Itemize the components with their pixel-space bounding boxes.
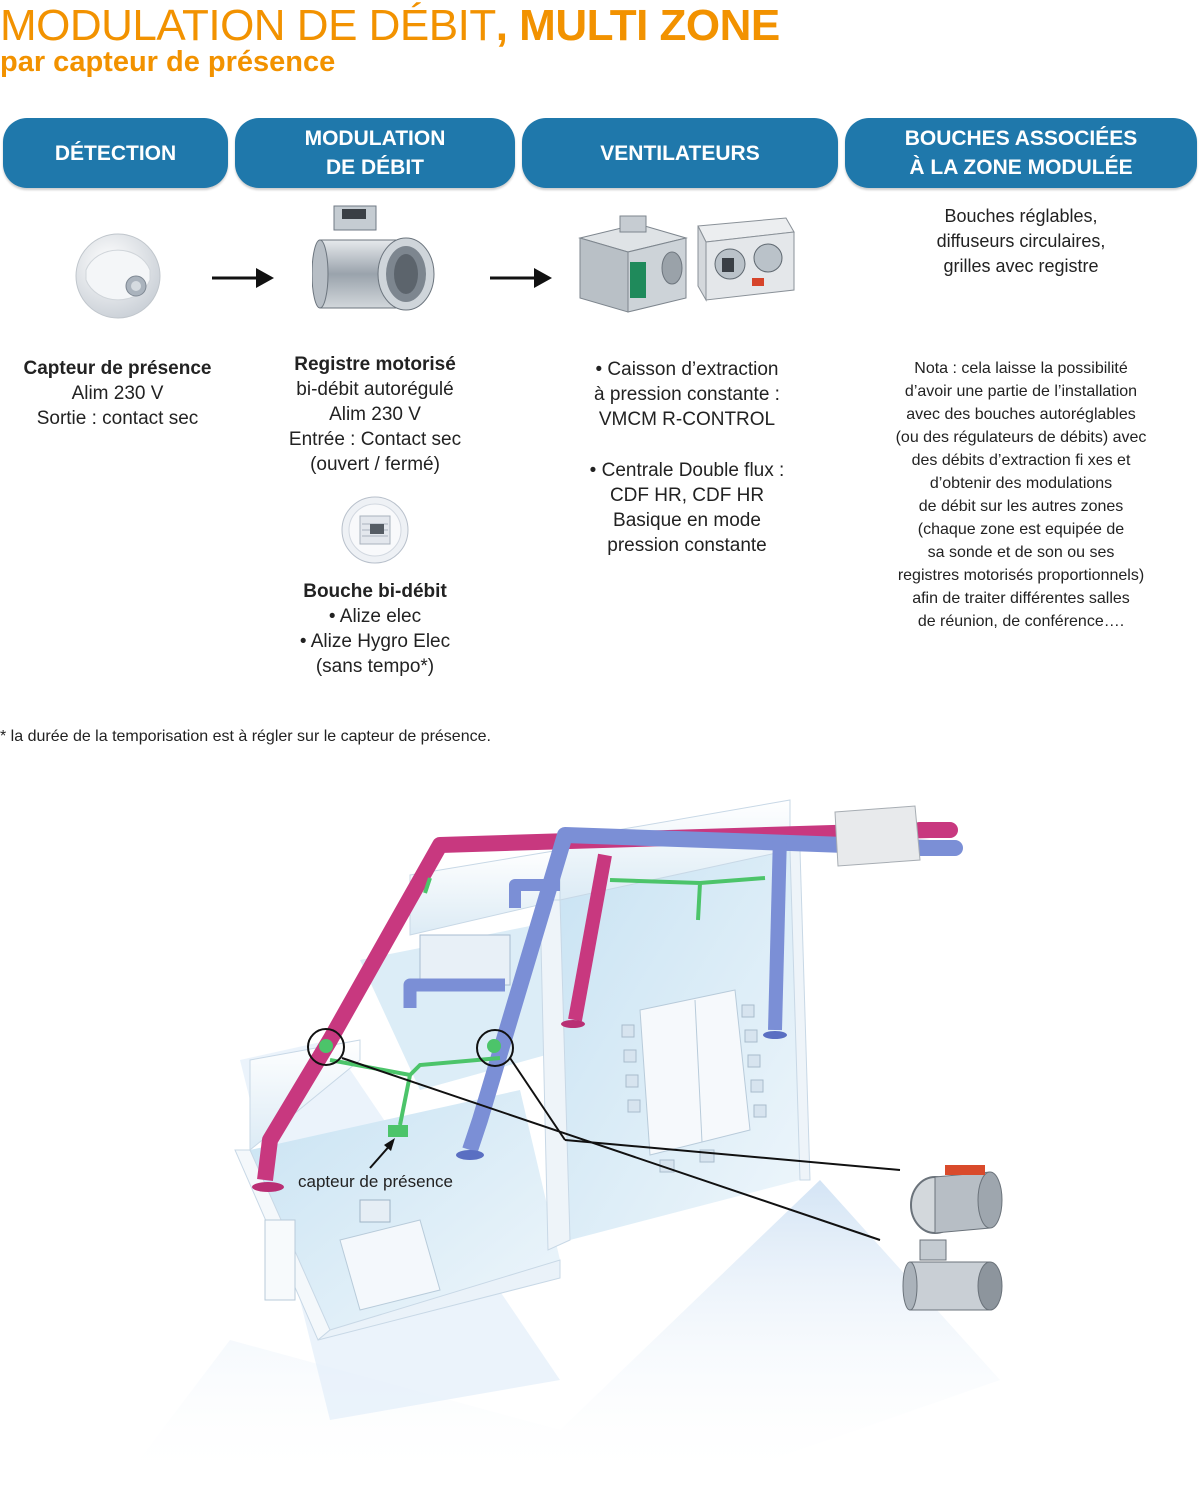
damper-detail-top — [910, 1165, 1003, 1234]
motorized-damper-image — [312, 205, 435, 311]
bouche-name: Bouche bi-débit — [303, 581, 447, 602]
title-part2: , MULTI ZONE — [495, 1, 781, 50]
ventilateurs-text-1: • Caisson d’extraction à pression consta… — [552, 357, 822, 432]
damper-detail-bottom — [902, 1239, 1003, 1311]
vent-line: • Centrale Double flux : — [589, 460, 785, 481]
nota-line: registres motorisés proportionnels) — [897, 567, 1145, 584]
office-front-wall — [317, 1259, 561, 1341]
damper-name: Registre motorisé — [294, 354, 456, 375]
meeting-table — [639, 989, 751, 1156]
blue-duct — [462, 827, 931, 1153]
detection-line: Alim 230 V — [71, 383, 164, 404]
blue-duct-upper — [509, 879, 560, 908]
bouches-line: diffuseurs circulaires, — [936, 231, 1106, 251]
vent-line: pression constante — [607, 535, 767, 556]
bouche-line: • Alize elec — [328, 606, 422, 627]
vent-line: à pression constante : — [594, 384, 780, 405]
highlight-circle-2 — [476, 1029, 514, 1067]
bouches-text: Bouches réglables, diffuseurs circulaire… — [860, 204, 1182, 279]
header-detection-line1: DÉTECTION — [54, 141, 177, 165]
presence-sensor-callout: capteur de présence — [298, 1172, 453, 1191]
pink-vent — [252, 1182, 284, 1192]
nota-text: Nota : cela laisse la possibilité d’avoi… — [860, 357, 1182, 633]
vent-line: CDF HR, CDF HR — [609, 485, 765, 506]
presence-sensor-marker — [388, 1125, 408, 1137]
highlight-circle-1 — [307, 1028, 345, 1066]
detection-name: Capteur de présence — [23, 358, 212, 379]
detection-text: Capteur de présence Alim 230 V Sortie : … — [0, 356, 235, 431]
nota-line: des débits d’extraction fi xes et — [911, 452, 1131, 469]
ventilation-unit — [834, 805, 921, 867]
nota-line: Nota : cela laisse la possibilité — [914, 360, 1128, 377]
nota-line: avec des bouches autoréglables — [906, 406, 1136, 423]
damper-line: Entrée : Contact sec — [288, 429, 462, 450]
table-seam — [694, 999, 703, 1143]
header-bouches-line1: BOUCHES ASSOCIÉES — [904, 127, 1138, 150]
header-modulation-line2: DE DÉBIT — [325, 156, 424, 179]
leader-line-3 — [564, 1139, 901, 1171]
pink-vent-2 — [561, 1020, 585, 1028]
nota-line: (ou des régulateurs de débits) avec — [895, 429, 1147, 446]
blue-vent — [456, 1150, 484, 1160]
vent-line: VMCM R-CONTROL — [598, 409, 776, 430]
nota-line: afin de traiter différentes salles — [912, 590, 1130, 607]
damper-marker-2 — [487, 1039, 501, 1053]
header-modulation-line1: MODULATION — [304, 127, 446, 150]
damper-line: (ouvert / fermé) — [310, 454, 440, 475]
detection-line: Sortie : contact sec — [36, 408, 199, 429]
nota-line: de débit sur les autres zones — [918, 498, 1124, 515]
equipment-rack — [419, 934, 511, 986]
footnote: * la durée de la temporisation est à rég… — [0, 728, 491, 745]
bouches-line: Bouches réglables, — [944, 206, 1098, 226]
callout-arrow-head — [384, 1138, 395, 1151]
blue-duct-branch — [768, 834, 787, 1031]
title-part1: MODULATION DE DÉBIT — [0, 1, 496, 50]
arrow-right-icon — [212, 268, 274, 288]
bookshelf — [264, 1219, 296, 1301]
nota-line: de réunion, de conférence…. — [917, 613, 1125, 630]
office-desk — [339, 1219, 441, 1311]
double-flow-unit-image — [697, 217, 795, 302]
bouche-line: • Alize Hygro Elec — [299, 631, 451, 652]
damper-line: Alim 230 V — [329, 404, 421, 425]
computer-monitor — [359, 1199, 391, 1223]
bouche-line: (sans tempo*) — [315, 656, 435, 677]
pink-duct-branch — [568, 853, 612, 1022]
leader-line-2 — [509, 1057, 566, 1141]
leader-line-1 — [341, 1057, 881, 1241]
arrow-right-icon-2 — [490, 268, 552, 288]
office-floor — [250, 1090, 560, 1330]
damper-marker-1 — [319, 1039, 333, 1053]
header-ventilateurs: VENTILATEURS — [522, 118, 838, 188]
header-ventilateurs-line1: VENTILATEURS — [600, 141, 760, 165]
header-bouches: BOUCHES ASSOCIÉES À LA ZONE MODULÉE — [845, 118, 1197, 188]
modulation-text: Registre motorisé bi-débit autorégulé Al… — [245, 352, 505, 477]
header-detection: DÉTECTION — [3, 118, 228, 188]
nota-line: d’obtenir des modulations — [929, 475, 1113, 492]
extraction-box-image — [578, 215, 688, 313]
blue-vent-2 — [763, 1031, 787, 1039]
bouche-text: Bouche bi-débit • Alize elec • Alize Hyg… — [245, 579, 505, 679]
vent-line: • Caisson d’extraction — [595, 359, 779, 380]
vent-line: Basique en mode — [613, 510, 761, 531]
nota-line: (chaque zone est equipée de — [917, 521, 1125, 538]
bi-flow-vent-image — [341, 496, 409, 564]
page-subtitle: par capteur de présence — [0, 46, 336, 78]
page-title: MODULATION DE DÉBIT, MULTI ZONE — [0, 2, 780, 50]
header-modulation: MODULATION DE DÉBIT — [235, 118, 515, 188]
nota-line: d’avoir une partie de l’installation — [904, 383, 1138, 400]
header-bouches-line2: À LA ZONE MODULÉE — [909, 156, 1133, 179]
damper-line: bi-débit autorégulé — [296, 379, 454, 400]
building-ventilation-diagram — [120, 799, 1003, 1485]
bouches-line: grilles avec registre — [943, 256, 1099, 276]
ventilateurs-text-2: • Centrale Double flux : CDF HR, CDF HR … — [552, 458, 822, 558]
sensor-wiring — [329, 876, 766, 1126]
presence-sensor-image — [75, 233, 161, 319]
blue-duct-small — [403, 978, 505, 1008]
nota-line: sa sonde et de son ou ses — [927, 544, 1115, 561]
